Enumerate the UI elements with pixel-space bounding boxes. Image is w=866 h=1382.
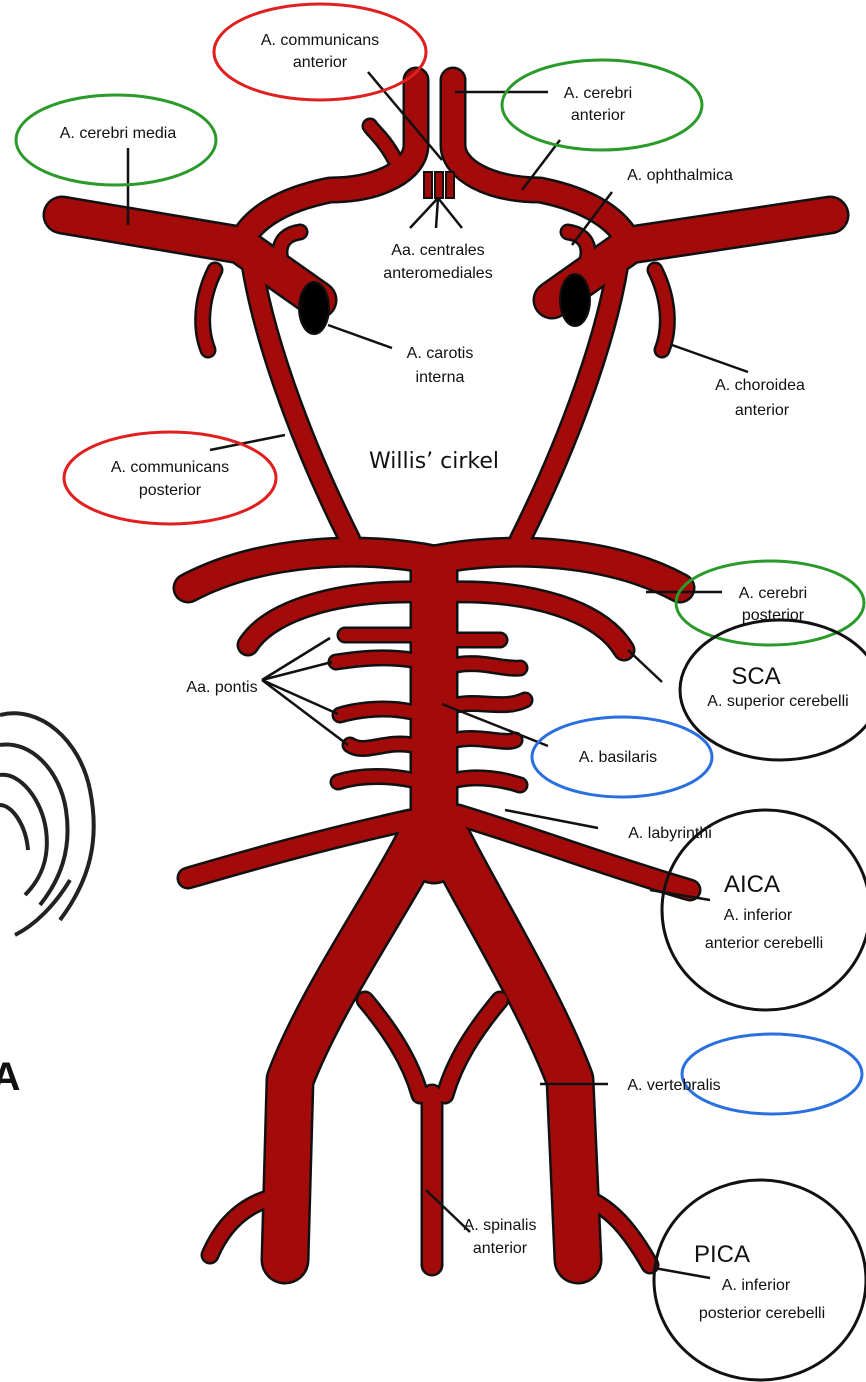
label-comm-ant-line1: A. communicans [261,32,379,49]
label-comm-ant-line2: anterior [293,54,348,71]
vessel-segment [340,709,412,715]
label-pontis: Aa. pontis [186,679,257,696]
vessel-segment [456,700,525,705]
label-sca-full: A. superior cerebelli [707,693,848,710]
vessel-segment [456,664,520,669]
label-cer-media: A. cerebri media [60,125,177,142]
partial-letter: A [0,1055,20,1099]
label-pica-line1: A. inferior [722,1277,791,1294]
label-spinalis-line1: A. spinalis [464,1217,537,1234]
label-cer-ant-line1: A. cerebri [564,85,632,102]
leader-centrales-1 [410,198,438,228]
label-comm-post-line2: posterior [139,482,202,499]
brain-sketch-fragment [0,713,94,935]
leader-pontis-1 [262,638,330,680]
leader-centrales-2 [436,198,438,228]
label-aica-line1: A. inferior [724,907,793,924]
label-cer-post-line2: posterior [742,607,805,624]
label-sca-abbr: SCA [731,663,780,690]
label-spinalis-line2: anterior [473,1240,528,1257]
carotis-left-opening [299,282,329,334]
leader-pontis-2 [262,662,332,680]
label-aica-abbr: AICA [724,871,780,898]
leader-choroidea [672,345,748,372]
diagram-title: Willis’ cirkel [369,449,499,474]
label-comm-post-line1: A. communicans [111,459,229,476]
label-centrales-line1: Aa. centrales [391,242,484,259]
label-ophthalmica: A. ophthalmica [627,167,733,184]
vessel-segment [338,776,412,782]
ring-comm-ant [214,4,426,100]
label-pica-line2: posterior cerebelli [699,1305,825,1322]
label-cer-ant-line2: anterior [571,107,626,124]
label-carotis-line2: interna [416,369,465,386]
label-basilaris: A. basilaris [579,749,657,766]
label-pica-abbr: PICA [694,1241,750,1268]
label-carotis-line1: A. carotis [407,345,474,362]
vessel-segment [336,658,412,662]
leader-centrales-3 [438,198,462,228]
vessel-segment [655,270,667,350]
label-centrales-line2: anteromediales [383,265,492,282]
centrales-anteromediales-vessels [424,172,454,198]
label-vertebralis: A. vertebralis [627,1077,720,1094]
ring-cer-ant [502,60,702,150]
label-cer-post-line1: A. cerebri [739,585,807,602]
leader-sca [628,650,662,682]
label-choroidea-line1: A. choroidea [715,377,805,394]
vessel-segment [203,270,215,350]
vessel-segment [552,215,830,300]
label-choroidea-line2: anterior [735,402,790,419]
leader-carotis [328,325,392,348]
vessel-segment [456,739,515,742]
vessel-segment [365,1000,420,1095]
ring-sca [680,620,866,760]
leader-pica [654,1268,710,1278]
vessel-segment [456,778,520,785]
label-aica-line2: anterior cerebelli [705,935,823,952]
carotis-right-opening [560,274,590,326]
ring-vertebralis [682,1034,862,1114]
ring-comm-post [64,432,276,524]
vessel-segment [350,744,412,749]
label-labyrinthi: A. labyrinthi [628,825,712,842]
vessel-segment [445,1000,500,1095]
